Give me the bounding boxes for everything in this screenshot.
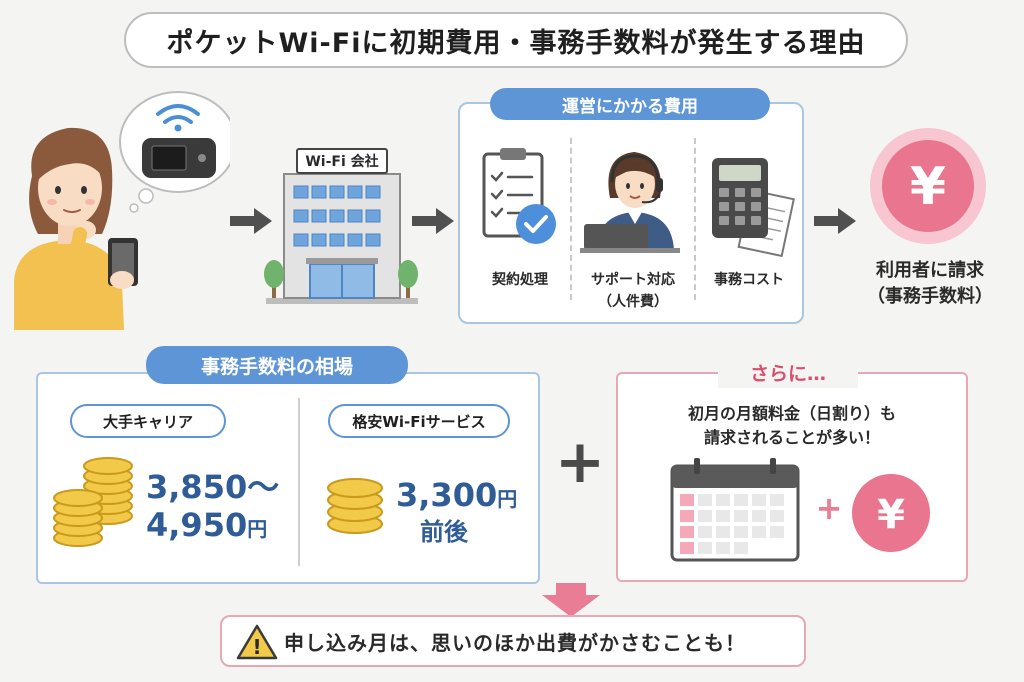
divider (298, 398, 300, 566)
coin-stack-icon (327, 478, 383, 534)
divider (694, 138, 696, 300)
operating-cost-heading: 運営にかかる費用 (490, 88, 770, 120)
major-carrier-price-value: 4,950 (146, 506, 248, 544)
major-carrier-label: 大手キャリア (70, 404, 226, 438)
warning-banner: 申し込み月は、思いのほか出費がかさむことも！ (220, 615, 806, 667)
billing-line-2: （事務手数料） (867, 286, 993, 307)
budget-wifi-price-suffix: 前後 (420, 518, 468, 546)
fee-market-heading: 事務手数料の相場 (146, 346, 408, 384)
thought-bubble-dot (138, 188, 154, 204)
warning-text: 申し込み月は、思いのほか出費がかさむことも！ (284, 630, 746, 655)
arrow-right-icon (814, 208, 856, 234)
major-carrier-price-range: 3,850〜 (146, 468, 280, 506)
cost-item-label: 事務コスト (714, 272, 784, 288)
company-sign: Wi-Fi 会社 (296, 148, 388, 174)
major-carrier-price-unit: 円 (247, 517, 268, 541)
budget-wifi-price-value: 3,300 (396, 476, 498, 514)
woman-illustration (14, 91, 230, 330)
arrow-right-icon (412, 208, 454, 234)
calculator-icon (712, 158, 795, 258)
calendar-icon (670, 458, 800, 562)
yen-symbol: ¥ (877, 492, 905, 538)
additional-cost-text: 初月の月額料金（日割り）も 請求されることが多い！ (632, 402, 952, 450)
billing-label: 利用者に請求 （事務手数料） (846, 258, 1014, 310)
pocket-router-icon (142, 138, 216, 178)
small-plus-sign: + (815, 489, 843, 527)
warning-icon-symbol: ! (252, 635, 261, 659)
budget-wifi-price-unit: 円 (497, 487, 518, 511)
arrow-right-icon (230, 208, 272, 234)
additional-cost-heading: さらに… (718, 360, 858, 388)
cost-item-sub-label: （人件費） (598, 294, 668, 310)
divider (570, 138, 572, 300)
support-operator-icon (580, 152, 680, 253)
yen-symbol: ¥ (910, 157, 946, 217)
cost-item-label: 契約処理 (492, 272, 548, 288)
additional-cost-line-2: 請求されることが多い！ (703, 428, 880, 447)
major-carrier-price-max: 4,950円 (146, 506, 267, 544)
thought-bubble-dot-small (129, 203, 139, 213)
yen-coin-icon: ¥ (870, 128, 986, 244)
wifi-icon (156, 104, 200, 124)
budget-wifi-price: 3,300円 (396, 476, 517, 514)
cost-item-label: サポート対応 (591, 272, 675, 288)
billing-line-1: 利用者に請求 (876, 260, 984, 281)
arrow-down-icon (542, 583, 600, 617)
warning-icon: ! (236, 624, 278, 660)
office-building-icon (264, 173, 418, 304)
plus-sign: + (554, 427, 606, 497)
coin-stack-icon (53, 457, 133, 547)
page-title: ポケットWi-Fiに初期費用・事務手数料が発生する理由 (124, 12, 908, 68)
budget-wifi-label: 格安Wi-Fiサービス (328, 404, 510, 438)
yen-coin-icon: ¥ (852, 474, 930, 552)
checklist-clipboard-icon (482, 148, 556, 244)
additional-cost-line-1: 初月の月額料金（日割り）も (687, 404, 896, 423)
